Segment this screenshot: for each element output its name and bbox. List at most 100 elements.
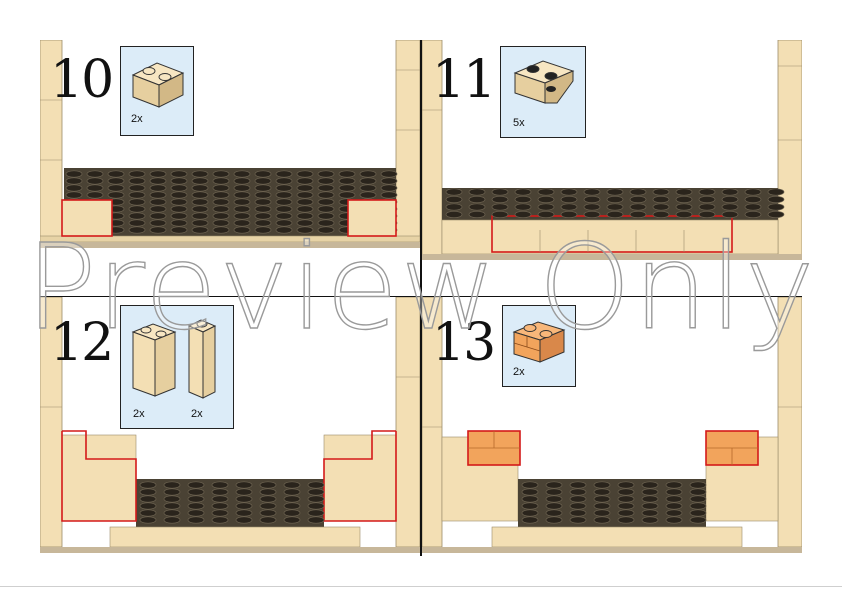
- stud: [317, 205, 335, 213]
- stud: [128, 191, 146, 199]
- stud: [665, 481, 683, 489]
- stud: [521, 502, 539, 510]
- stud: [233, 177, 251, 185]
- stud: [569, 509, 587, 517]
- step-10-illustration: [40, 40, 420, 248]
- stud: [641, 509, 659, 517]
- stud: [259, 488, 277, 496]
- stud: [128, 212, 146, 220]
- part-quantity: 2x: [133, 408, 145, 420]
- step-number: 11: [432, 50, 496, 110]
- stud: [583, 195, 601, 204]
- stud: [317, 212, 335, 220]
- stud: [65, 184, 83, 192]
- stud: [149, 170, 167, 178]
- step-panel-12: 12 2x 2x: [40, 297, 420, 556]
- stud: [212, 212, 230, 220]
- stud: [593, 495, 611, 503]
- stud: [187, 488, 205, 496]
- stud: [545, 502, 563, 510]
- stud: [606, 210, 624, 219]
- stud: [617, 516, 635, 524]
- stud: [307, 502, 325, 510]
- stud: [689, 516, 707, 524]
- step-number: 10: [50, 50, 114, 110]
- stud: [212, 226, 230, 234]
- stud: [583, 210, 601, 219]
- stud: [545, 516, 563, 524]
- stud: [187, 495, 205, 503]
- stud: [317, 184, 335, 192]
- stud: [211, 488, 229, 496]
- new-brick-right: [323, 430, 397, 522]
- stud: [170, 170, 188, 178]
- stud: [569, 488, 587, 496]
- stud: [211, 502, 229, 510]
- stud: [107, 177, 125, 185]
- stud: [491, 203, 509, 211]
- step-panel-13: 13 2x: [422, 297, 802, 556]
- stud: [514, 210, 532, 219]
- stud: [307, 488, 325, 496]
- stud: [593, 481, 611, 489]
- stud: [338, 191, 356, 199]
- stud: [560, 203, 578, 211]
- brick-1x1x3-icon: [187, 319, 217, 399]
- stud: [187, 516, 205, 524]
- stud: [283, 502, 301, 510]
- stud: [521, 495, 539, 503]
- stud: [212, 198, 230, 206]
- stud: [86, 184, 104, 192]
- parts-callout: 2x 2x: [120, 305, 234, 429]
- stud: [767, 195, 785, 204]
- parts-callout: 2x: [502, 305, 576, 387]
- stud: [296, 219, 314, 227]
- stud: [139, 495, 157, 503]
- stud: [380, 170, 398, 178]
- stud: [191, 205, 209, 213]
- stud: [107, 170, 125, 178]
- stud: [307, 495, 325, 503]
- stud: [163, 488, 181, 496]
- stud: [212, 205, 230, 213]
- stud: [491, 210, 509, 219]
- stud: [235, 481, 253, 489]
- stud: [212, 184, 230, 192]
- stud: [170, 177, 188, 185]
- stud: [560, 188, 578, 196]
- stud: [689, 502, 707, 510]
- stud: [721, 195, 739, 204]
- step-13-illustration: [422, 297, 802, 553]
- masonry-brick-icon: [512, 321, 566, 363]
- stud: [307, 509, 325, 517]
- step-panel-10: 10 2x: [40, 40, 420, 296]
- stud: [629, 210, 647, 219]
- stud: [641, 516, 659, 524]
- stud: [149, 191, 167, 199]
- stud: [721, 210, 739, 219]
- stud: [191, 198, 209, 206]
- stud: [235, 502, 253, 510]
- stud: [606, 195, 624, 204]
- new-brick-right: [347, 199, 397, 237]
- stud: [617, 509, 635, 517]
- stud: [721, 188, 739, 196]
- stud: [170, 212, 188, 220]
- stud: [307, 516, 325, 524]
- stud: [139, 488, 157, 496]
- stud: [128, 170, 146, 178]
- stud: [233, 184, 251, 192]
- stud: [254, 170, 272, 178]
- stud: [545, 481, 563, 489]
- stud: [233, 219, 251, 227]
- stud: [275, 219, 293, 227]
- stud: [359, 170, 377, 178]
- stud: [545, 495, 563, 503]
- stud: [665, 502, 683, 510]
- stud: [380, 177, 398, 185]
- stud: [606, 188, 624, 196]
- stud: [233, 170, 251, 178]
- stud: [675, 188, 693, 196]
- stud: [296, 205, 314, 213]
- stud: [641, 502, 659, 510]
